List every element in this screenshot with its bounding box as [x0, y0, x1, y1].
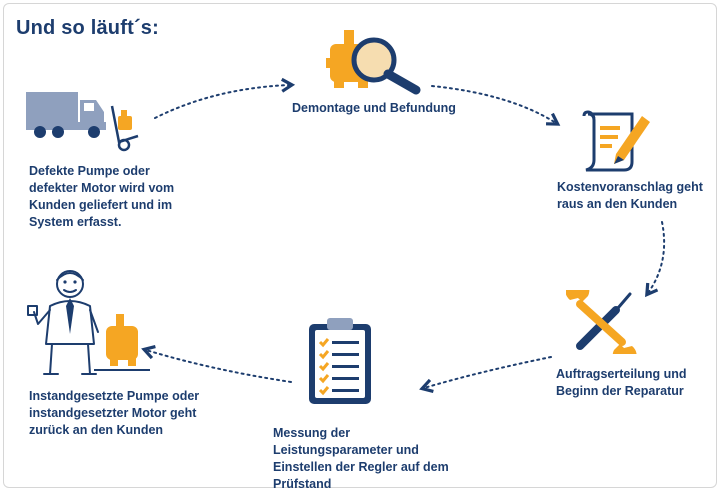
diagram-frame — [3, 3, 717, 488]
truck-pump-icon — [26, 92, 139, 152]
arrow-3-to-4 — [645, 221, 666, 298]
document-pencil-icon — [582, 110, 650, 172]
step-6-text: Instandgesetzte Pumpe oder instandgesetz… — [29, 389, 200, 437]
arrow-5-to-6 — [141, 345, 292, 383]
arrow-1-to-2 — [154, 77, 296, 119]
arrow-4-to-5 — [419, 356, 552, 394]
page-title: Und so läuft´s: — [16, 17, 159, 39]
step-3-text: Kostenvoranschlag geht raus an den Kunde… — [557, 180, 703, 211]
step-1-text: Defekte Pumpe oder defekter Motor wird v… — [29, 164, 175, 229]
step-4-text: Auftragserteilung und Beginn der Reparat… — [556, 367, 687, 398]
person-thumbs-up-pump-icon — [27, 270, 150, 375]
clipboard-checklist-icon — [309, 318, 371, 404]
arrow-2-to-3 — [431, 85, 561, 126]
step-5-text: Messung der Leistungsparameter und Einst… — [273, 426, 449, 491]
magnifier-pump-icon — [326, 30, 421, 95]
step-2-text: Demontage und Befundung — [292, 101, 456, 115]
wrench-screwdriver-icon — [566, 290, 637, 354]
